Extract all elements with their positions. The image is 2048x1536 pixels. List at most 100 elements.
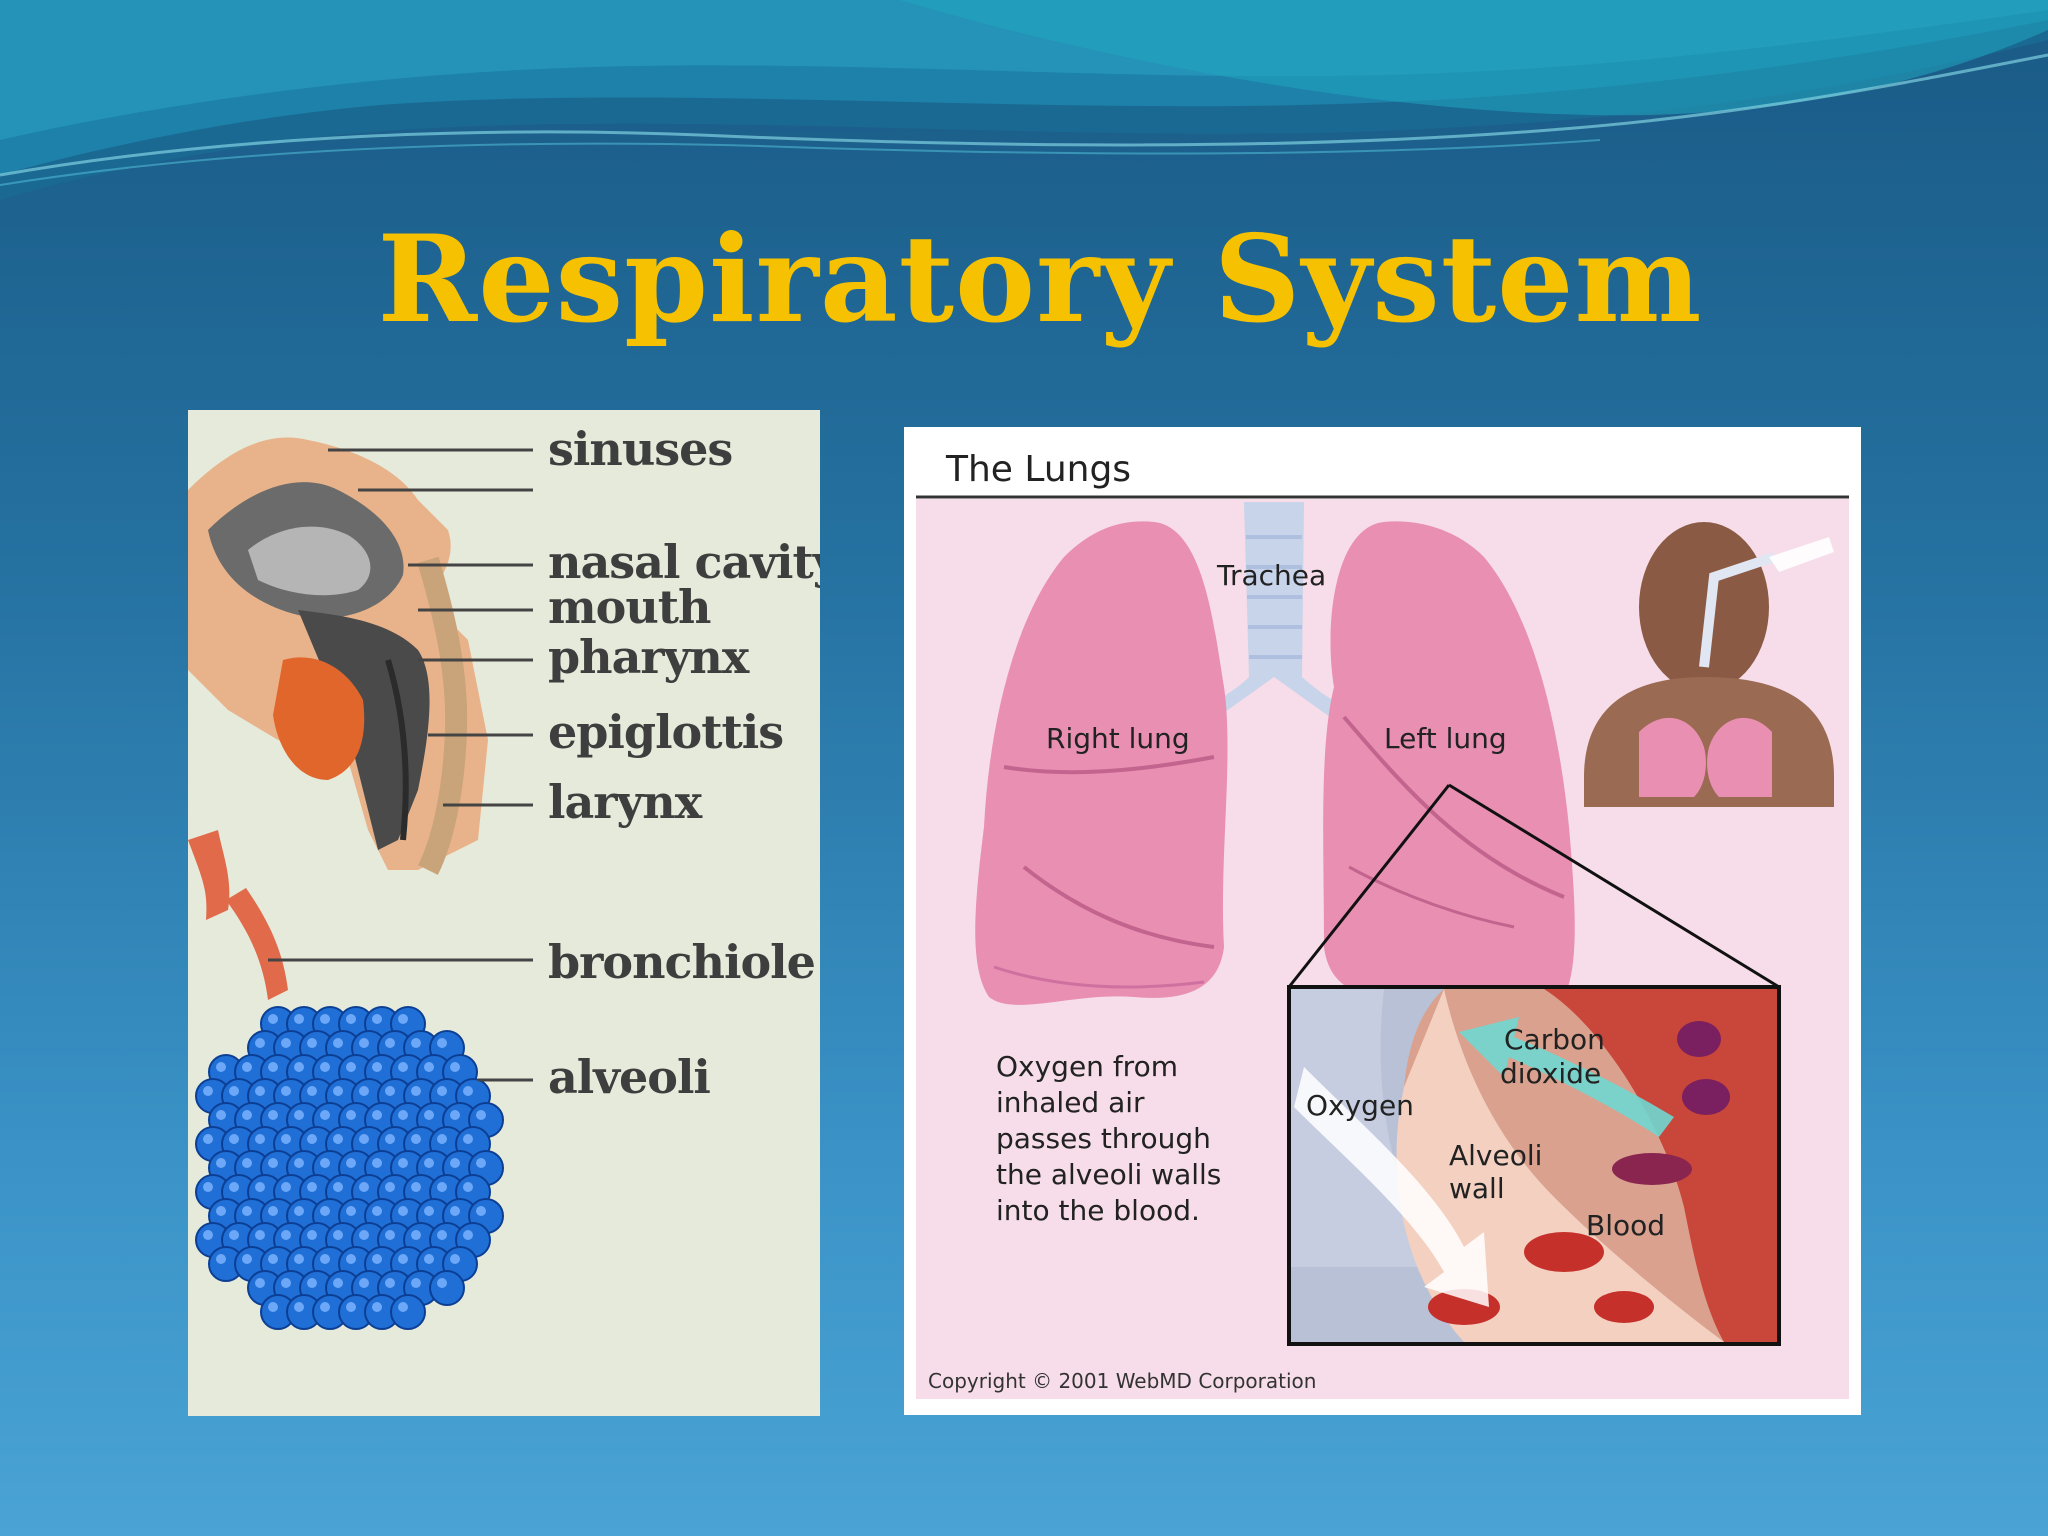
alveolus-highlight (203, 1086, 213, 1096)
alveolus-highlight (216, 1062, 226, 1072)
label-left-lung: Left lung (1384, 722, 1507, 755)
alveolus-highlight (307, 1182, 317, 1192)
label-sinuses: sinuses (548, 422, 733, 476)
alveolus-highlight (424, 1158, 434, 1168)
alveolus-highlight (372, 1302, 382, 1312)
alveolus-highlight (372, 1014, 382, 1024)
alveolus-highlight (437, 1086, 447, 1096)
alveolus-highlight (424, 1254, 434, 1264)
alveolus-highlight (385, 1230, 395, 1240)
alveolus-highlight (203, 1134, 213, 1144)
alveolus-highlight (346, 1062, 356, 1072)
lungs-illustration (916, 495, 1849, 1399)
alveolus-highlight (346, 1206, 356, 1216)
alveolus-highlight (372, 1110, 382, 1120)
alveolus-highlight (372, 1254, 382, 1264)
alveolus-highlight (333, 1134, 343, 1144)
alveolus-highlight (268, 1206, 278, 1216)
alveolus-highlight (346, 1254, 356, 1264)
alveolus-highlight (216, 1254, 226, 1264)
alveolus-highlight (346, 1302, 356, 1312)
alveolus-highlight (385, 1086, 395, 1096)
alveolus-highlight (398, 1062, 408, 1072)
alveolus-highlight (437, 1182, 447, 1192)
alveolus-highlight (450, 1158, 460, 1168)
caption-line: into the blood. (996, 1194, 1200, 1227)
alveolus-highlight (281, 1182, 291, 1192)
alveolus-highlight (333, 1038, 343, 1048)
alveolus-highlight (216, 1110, 226, 1120)
lungs-figure: The Lungs Trachea Right lung Left lung C… (904, 427, 1861, 1415)
label-carbon-dioxide-line1: Carbon (1504, 1023, 1605, 1056)
alveolus-highlight (450, 1206, 460, 1216)
alveolus (390, 1294, 426, 1330)
alveolus-highlight (320, 1254, 330, 1264)
alveolus-highlight (359, 1182, 369, 1192)
alveolus-highlight (255, 1038, 265, 1048)
alveolus-highlight (268, 1062, 278, 1072)
alveolus-highlight (372, 1062, 382, 1072)
alveolus-highlight (372, 1158, 382, 1168)
alveolus-highlight (203, 1182, 213, 1192)
alveolus-highlight (463, 1182, 473, 1192)
label-larynx: larynx (548, 775, 702, 829)
alveolus-highlight (398, 1206, 408, 1216)
lungs-heading: The Lungs (946, 449, 1132, 490)
alveolus-highlight (294, 1254, 304, 1264)
alveolus-highlight (294, 1110, 304, 1120)
label-alveoli-wall-line1: Alveoli (1449, 1139, 1543, 1172)
alveolus-highlight (398, 1014, 408, 1024)
alveolus-highlight (281, 1134, 291, 1144)
alveolus-highlight (333, 1230, 343, 1240)
label-oxygen: Oxygen (1306, 1089, 1414, 1122)
alveolus-highlight (398, 1158, 408, 1168)
alveolus-highlight (242, 1158, 252, 1168)
alveolus-highlight (346, 1110, 356, 1120)
alveolus-highlight (307, 1086, 317, 1096)
alveolus-highlight (476, 1206, 486, 1216)
alveolus-highlight (398, 1254, 408, 1264)
alveolus (429, 1270, 465, 1306)
label-bronchiole: bronchiole (548, 935, 816, 989)
alveolus-highlight (463, 1086, 473, 1096)
alveolus-highlight (229, 1086, 239, 1096)
alveoli-cluster (195, 1006, 504, 1330)
alveolus-highlight (437, 1278, 447, 1288)
alveolus-highlight (450, 1254, 460, 1264)
alveolus-highlight (359, 1134, 369, 1144)
alveolus-highlight (359, 1230, 369, 1240)
slide-title: Respiratory System (377, 209, 1703, 350)
alveolus-highlight (411, 1038, 421, 1048)
oxygen-caption: Oxygen from inhaled air passes through t… (996, 1049, 1221, 1229)
label-trachea: Trachea (1217, 559, 1327, 592)
alveolus-highlight (307, 1134, 317, 1144)
alveolus-highlight (411, 1086, 421, 1096)
alveolus-highlight (320, 1110, 330, 1120)
alveolus-highlight (242, 1062, 252, 1072)
alveolus-highlight (359, 1086, 369, 1096)
label-mouth: mouth (548, 580, 711, 634)
alveolus-highlight (398, 1302, 408, 1312)
alveolus-highlight (320, 1302, 330, 1312)
alveolus-highlight (255, 1230, 265, 1240)
alveolus-highlight (320, 1158, 330, 1168)
alveolus-highlight (255, 1086, 265, 1096)
upper-airway-figure: sinuses nasal cavity mouth pharynx epigl… (188, 410, 820, 1416)
alveolus-highlight (385, 1038, 395, 1048)
label-alveoli: alveoli (548, 1050, 711, 1104)
alveolus-highlight (359, 1038, 369, 1048)
alveolus-highlight (411, 1182, 421, 1192)
alveolus-highlight (307, 1230, 317, 1240)
alveolus-highlight (242, 1110, 252, 1120)
alveolus-highlight (450, 1110, 460, 1120)
alveolus-highlight (294, 1206, 304, 1216)
alveolus-highlight (255, 1182, 265, 1192)
alveolus-highlight (320, 1062, 330, 1072)
alveolus-highlight (268, 1302, 278, 1312)
alveolus-highlight (476, 1158, 486, 1168)
alveolus-highlight (437, 1230, 447, 1240)
alveolus-highlight (424, 1062, 434, 1072)
alveolus-highlight (268, 1014, 278, 1024)
alveolus-highlight (346, 1014, 356, 1024)
alveolus-highlight (294, 1014, 304, 1024)
